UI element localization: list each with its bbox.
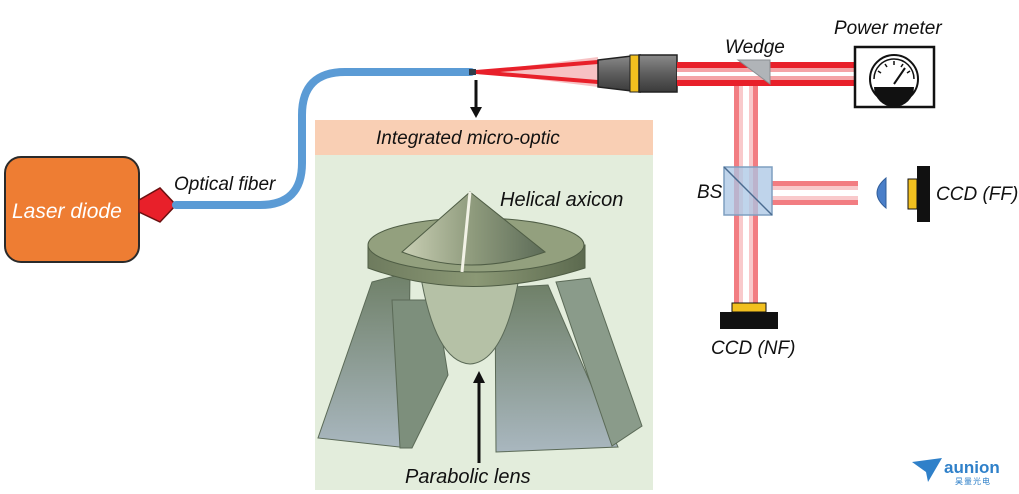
parabolic-lens-label: Parabolic lens	[405, 466, 531, 488]
optical-fiber-label: Optical fiber	[174, 174, 276, 195]
wedge	[736, 59, 771, 85]
optical-fiber	[172, 68, 475, 209]
aunion-logo-icon	[912, 458, 942, 482]
axicon-cone	[401, 191, 547, 266]
parabolic-body	[419, 271, 521, 365]
ccd-nf-detector	[720, 302, 778, 329]
parabolic-lens-arrowhead	[473, 371, 485, 383]
ccd-ff-detector	[907, 166, 930, 222]
micro-optic-model	[317, 191, 643, 453]
wedge-label: Wedge	[725, 37, 785, 58]
power-meter	[853, 45, 936, 109]
axicon-step	[460, 191, 472, 273]
reflected-beam-horizontal	[772, 181, 858, 205]
leg-right	[555, 277, 643, 447]
ccd-ff-label: CCD (FF)	[936, 184, 1019, 205]
aunion-logo-text: aunion	[944, 458, 1000, 477]
fiber-tip-arrowhead	[470, 107, 482, 118]
objective-lens	[597, 54, 678, 93]
leg-front-right	[494, 284, 619, 453]
ccd-nf-label: CCD (NF)	[711, 338, 796, 359]
beam-splitter	[723, 166, 773, 216]
micro-optic-header	[315, 120, 653, 155]
power-meter-label: Power meter	[834, 18, 942, 39]
ccd-ff-lens	[876, 176, 887, 210]
laser-diode-label: Laser diode	[12, 200, 122, 223]
laser-diode-emitter	[138, 187, 178, 223]
micro-optic-label: Integrated micro-optic	[376, 128, 560, 149]
bs-label: BS	[697, 182, 723, 203]
diverging-beam	[475, 57, 599, 87]
fiber-tip	[469, 69, 476, 75]
helical-axicon-label: Helical axicon	[500, 189, 624, 211]
aunion-logo-subtitle: 昊量光电	[955, 477, 991, 486]
